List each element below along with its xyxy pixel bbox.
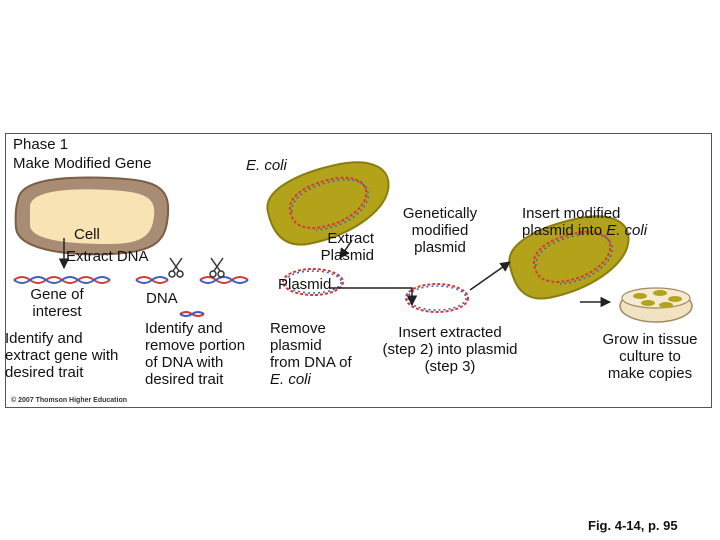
ecoli-bacterium: [266, 161, 390, 246]
dna-label: DNA: [146, 290, 178, 307]
dna-strands: [13, 276, 249, 317]
scissors-icon: [168, 257, 184, 278]
process-arrows: [58, 238, 612, 308]
extract-dna-label: Extract DNA: [66, 248, 149, 265]
phase-label: Phase 1: [13, 136, 69, 153]
modified-plasmid-ring: [405, 283, 469, 313]
petri-dish: [619, 287, 693, 323]
insert-modified-label: Insert modified plasmid into E. coli: [522, 205, 648, 239]
plasmid-ring: [282, 268, 344, 296]
copyright-notice: © 2007 Thomson Higher Education: [11, 397, 128, 404]
figure-reference: Fig. 4-14, p. 95: [588, 518, 678, 533]
modified-bacterium: [508, 215, 630, 300]
ecoli-title: E. coli: [246, 157, 287, 174]
cell-illustration: [14, 176, 170, 256]
step4-caption: Insert extracted(step 2) into plasmid(st…: [382, 324, 518, 375]
scissors-icon: [209, 257, 225, 278]
phase-subtitle: Make Modified Gene: [13, 155, 152, 172]
cell-label: Cell: [74, 226, 100, 243]
plasmid-label: Plasmid: [278, 276, 332, 293]
